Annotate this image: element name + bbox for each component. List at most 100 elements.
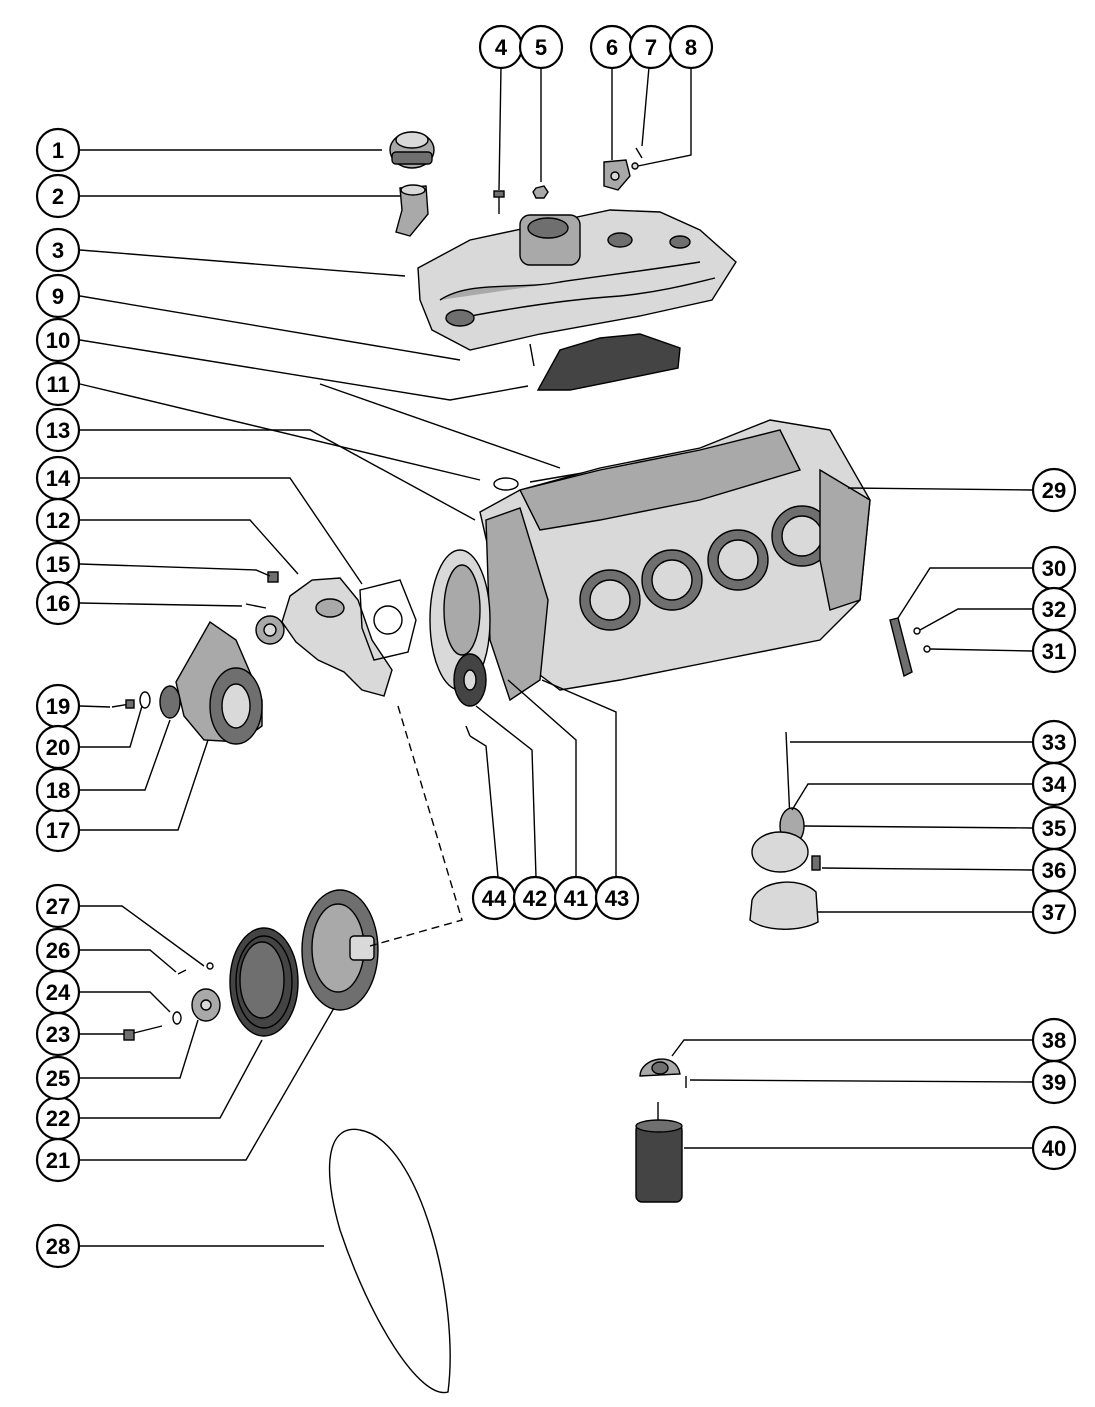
svg-text:10: 10 xyxy=(46,328,70,353)
bracket-washer xyxy=(631,162,639,170)
balancer-lockwasher xyxy=(206,962,214,970)
water-pump xyxy=(255,577,393,697)
callout-12: 12 xyxy=(35,497,81,543)
svg-text:8: 8 xyxy=(685,35,697,60)
callout-23: 23 xyxy=(35,1011,81,1057)
leader-lines xyxy=(79,66,1033,1247)
callout-40: 40 xyxy=(1031,1125,1077,1171)
svg-text:6: 6 xyxy=(606,35,618,60)
oil-pump-body xyxy=(749,881,819,930)
svg-text:20: 20 xyxy=(46,735,70,760)
svg-text:33: 33 xyxy=(1042,730,1066,755)
svg-text:41: 41 xyxy=(564,886,588,911)
balancer-washer xyxy=(172,1011,182,1025)
cylinder-block xyxy=(479,419,871,691)
callout-34: 34 xyxy=(1031,761,1077,807)
callout-44: 44 xyxy=(471,875,517,921)
pump-pulley xyxy=(175,620,263,745)
svg-text:23: 23 xyxy=(46,1022,70,1047)
svg-text:15: 15 xyxy=(46,552,70,577)
svg-text:39: 39 xyxy=(1042,1070,1066,1095)
block-plate xyxy=(889,617,913,678)
svg-text:21: 21 xyxy=(46,1148,70,1173)
pump-bolt xyxy=(267,571,279,583)
manifold-bolt xyxy=(493,190,505,214)
svg-text:4: 4 xyxy=(495,35,508,60)
svg-text:3: 3 xyxy=(52,238,64,263)
callout-2: 2 xyxy=(35,173,81,219)
manifold-gasket-plate xyxy=(536,333,681,391)
svg-text:17: 17 xyxy=(46,818,70,843)
timing-cover-gasket xyxy=(485,507,549,702)
callout-32: 32 xyxy=(1031,586,1077,632)
svg-text:18: 18 xyxy=(46,778,70,803)
svg-text:16: 16 xyxy=(46,591,70,616)
svg-text:14: 14 xyxy=(46,466,71,491)
oil-pump-cover xyxy=(751,831,809,873)
svg-text:7: 7 xyxy=(645,35,657,60)
callout-1: 1 xyxy=(35,127,81,173)
callout-20: 20 xyxy=(35,724,81,770)
svg-text:31: 31 xyxy=(1042,639,1066,664)
throttle-bracket xyxy=(603,159,631,191)
callout-35: 35 xyxy=(1031,805,1077,851)
oil-filter-adapter xyxy=(639,1058,681,1077)
callout-26: 26 xyxy=(35,927,81,973)
balancer-screw xyxy=(177,969,187,975)
svg-text:13: 13 xyxy=(46,418,70,443)
drive-belt xyxy=(328,1128,451,1394)
callout-5: 5 xyxy=(518,24,564,70)
oil-pump-bolt xyxy=(811,855,821,871)
callout-27: 27 xyxy=(35,883,81,929)
callout-18: 18 xyxy=(35,767,81,813)
callout-8: 8 xyxy=(668,24,714,70)
callout-14: 14 xyxy=(35,455,81,501)
callout-29: 29 xyxy=(1031,467,1077,513)
callout-37: 37 xyxy=(1031,889,1077,935)
plate-washer xyxy=(913,627,921,635)
callout-24: 24 xyxy=(35,969,81,1015)
svg-text:28: 28 xyxy=(46,1234,70,1259)
svg-text:36: 36 xyxy=(1042,858,1066,883)
svg-text:42: 42 xyxy=(523,886,547,911)
callout-21: 21 xyxy=(35,1137,81,1183)
callout-31: 31 xyxy=(1031,628,1077,674)
callout-15: 15 xyxy=(35,541,81,587)
callout-11: 11 xyxy=(35,361,81,407)
callout-41: 41 xyxy=(553,875,599,921)
pulley-spacer xyxy=(159,685,181,719)
callout-22: 22 xyxy=(35,1095,81,1141)
harmonic-balancer xyxy=(301,889,379,1011)
svg-text:24: 24 xyxy=(46,980,71,1005)
callout-17: 17 xyxy=(35,807,81,853)
pump-screw xyxy=(245,603,267,609)
svg-text:11: 11 xyxy=(46,372,69,397)
svg-text:12: 12 xyxy=(46,508,70,533)
callout-28: 28 xyxy=(35,1223,81,1269)
part-drawings xyxy=(111,131,931,1394)
crankshaft-pulley xyxy=(229,927,299,1037)
callout-13: 13 xyxy=(35,407,81,453)
manifold-stud xyxy=(529,343,535,367)
intake-manifold xyxy=(417,209,737,351)
timing-cover-seal xyxy=(453,653,487,707)
pump-gasket xyxy=(359,579,417,661)
svg-text:29: 29 xyxy=(1042,478,1066,503)
svg-text:30: 30 xyxy=(1042,556,1066,581)
svg-text:2: 2 xyxy=(52,184,64,209)
callout-bubbles: 1 2 3 4 5 6 7 8 9 10 11 12 13 14 15 16 1… xyxy=(35,24,1077,1269)
callout-19: 19 xyxy=(35,683,81,729)
oil-filter xyxy=(635,1102,683,1203)
svg-text:35: 35 xyxy=(1042,816,1066,841)
pulley-washer xyxy=(139,691,151,709)
manifold-nut xyxy=(532,185,549,199)
callout-9: 9 xyxy=(35,273,81,319)
callout-33: 33 xyxy=(1031,719,1077,765)
fuel-filter-cap xyxy=(389,131,435,169)
svg-text:19: 19 xyxy=(46,694,70,719)
balancer-retainer xyxy=(191,988,221,1022)
svg-text:43: 43 xyxy=(605,886,629,911)
callout-25: 25 xyxy=(35,1055,81,1101)
svg-text:37: 37 xyxy=(1042,900,1066,925)
